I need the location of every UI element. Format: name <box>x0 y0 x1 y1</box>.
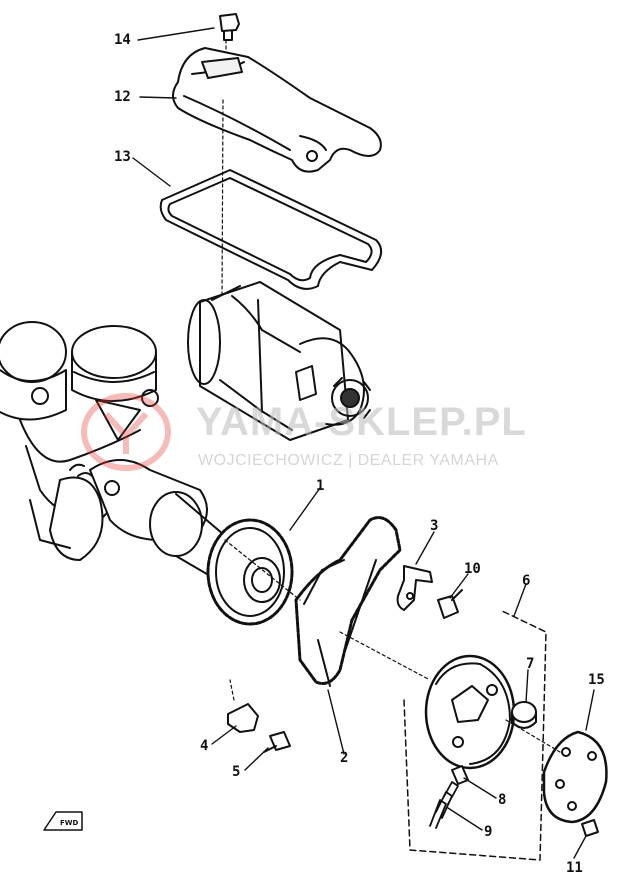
callout-labels: 14 12 13 1 3 10 6 7 15 4 5 2 8 9 11 <box>114 32 605 876</box>
callout-7: 7 <box>526 656 534 672</box>
starter-cover-part <box>172 47 382 173</box>
chain-tensioner-part <box>227 679 259 733</box>
starter-sprocket-part <box>206 518 301 626</box>
callout-11: 11 <box>566 860 583 876</box>
callout-6: 6 <box>522 573 530 589</box>
forward-arrow-icon: FWD <box>43 811 83 831</box>
callout-8: 8 <box>498 792 506 808</box>
clutch-plate-part <box>505 719 608 824</box>
dealer-logo-icon <box>81 393 171 471</box>
leader-lines <box>132 27 595 859</box>
callout-15: 15 <box>588 672 605 688</box>
watermark-title: YAMA-SKLEP.PL <box>196 400 527 444</box>
fwd-label: FWD <box>60 819 79 827</box>
callout-4: 4 <box>200 738 208 754</box>
callout-13: 13 <box>114 149 131 165</box>
clutch-assembly-part <box>339 609 547 861</box>
tensioner-bolt-part <box>263 731 291 753</box>
plate-screw-part <box>581 819 599 837</box>
callout-1: 1 <box>316 478 324 494</box>
cover-gasket-part <box>159 99 383 301</box>
callout-10: 10 <box>464 561 481 577</box>
callout-5: 5 <box>232 764 240 780</box>
callout-3: 3 <box>430 518 438 534</box>
starter-chain-part <box>294 516 402 687</box>
callout-2: 2 <box>340 750 348 766</box>
callout-12: 12 <box>114 89 131 105</box>
chain-guide-part <box>396 565 433 611</box>
roller-part <box>511 701 537 729</box>
callout-14: 14 <box>114 32 131 48</box>
guide-bolt-part <box>437 589 463 619</box>
spring-part <box>429 781 459 829</box>
starter-motor-part <box>187 281 371 441</box>
watermark-subtitle: WOJCIECHOWICZ | DEALER YAMAHA <box>198 452 499 469</box>
crankshaft-part <box>0 321 231 585</box>
callout-9: 9 <box>484 824 492 840</box>
